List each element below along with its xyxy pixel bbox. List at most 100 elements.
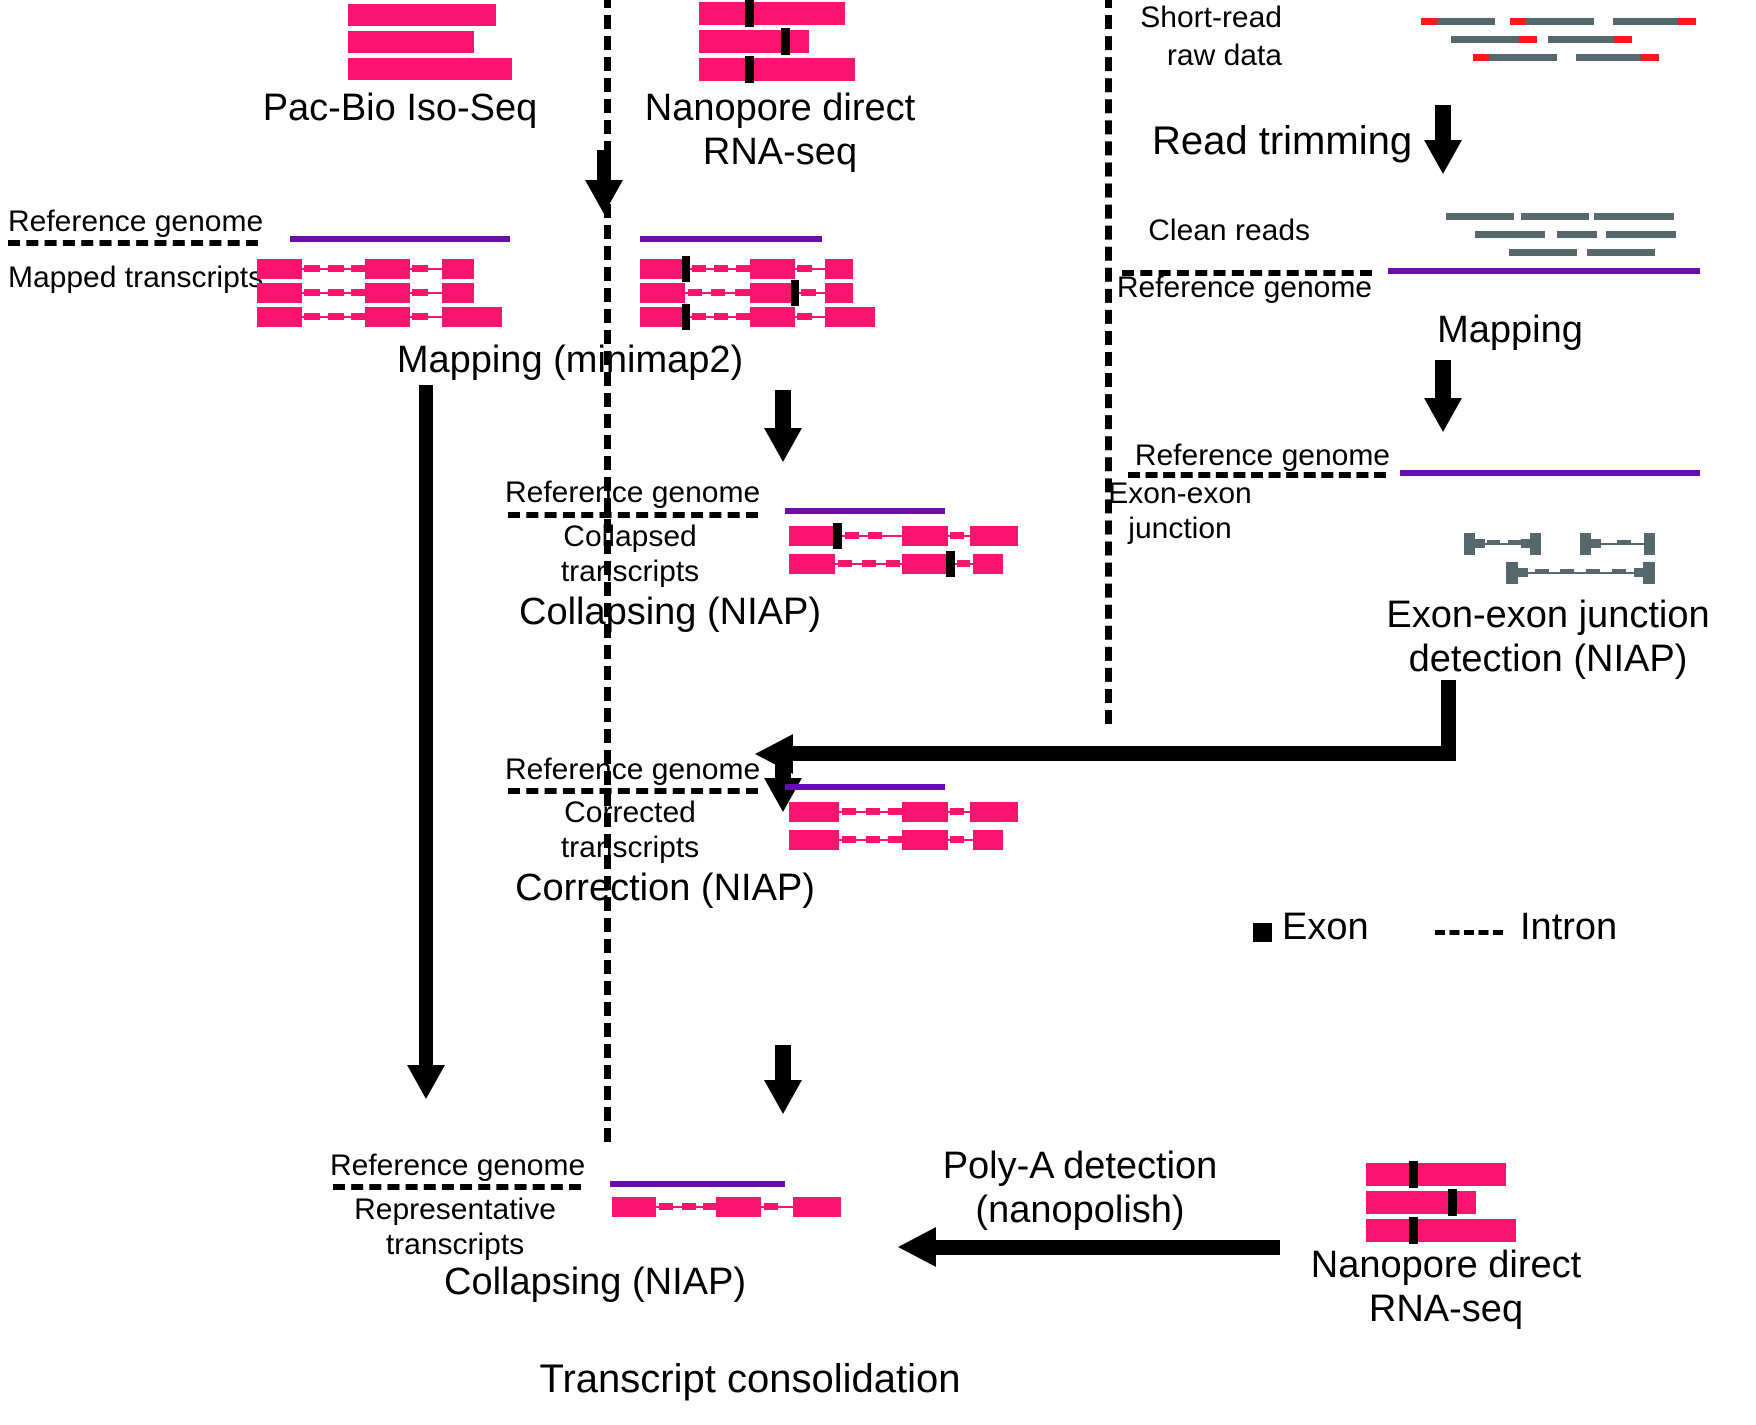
corrected-intron-dash xyxy=(842,836,856,843)
collapsed-intron-dash xyxy=(868,532,882,539)
polya-marker xyxy=(682,256,690,282)
nanopore-top-polya-2 xyxy=(781,28,790,55)
arrow-right-mapping-head xyxy=(1424,398,1462,432)
junction-bar-stub xyxy=(1588,539,1601,548)
clean-read-6 xyxy=(1606,231,1676,238)
junction-reference-genome-dashline xyxy=(1128,472,1386,478)
arrow-junction-elbow-vertical xyxy=(1441,680,1456,760)
junction-dash xyxy=(1586,569,1600,574)
raw-read-body-2 xyxy=(1526,18,1594,25)
collapsing-reference-genome-label: Reference genome xyxy=(505,476,761,509)
mapped-intron-dash xyxy=(797,265,812,272)
nanopore-top-read-2 xyxy=(699,30,809,53)
mapped-exon xyxy=(825,307,875,327)
nanopore-bottom-title-line1: Nanopore direct xyxy=(1310,1244,1582,1286)
mapped-exon xyxy=(257,283,302,303)
clean-read-2 xyxy=(1521,213,1589,220)
final-reference-genome-dashline xyxy=(333,1184,581,1190)
corrected-exon xyxy=(973,830,1003,850)
arrow-polya-head xyxy=(898,1227,936,1267)
mapped-intron-dash xyxy=(711,289,725,296)
mapped-intron-dash xyxy=(692,313,706,320)
mapped-intron-dash xyxy=(412,265,428,272)
arrow-correction-to-final-head xyxy=(764,1080,802,1114)
left-reference-genome-dashline xyxy=(8,240,258,246)
final-collapsing-step-label: Collapsing (NIAP) xyxy=(444,1261,746,1303)
final-reference-genome-label: Reference genome xyxy=(330,1149,586,1182)
collapsing-reference-genome-dashline xyxy=(508,512,758,518)
junction-line xyxy=(1483,543,1530,545)
corrected-intron-dash xyxy=(888,808,902,815)
collapsed-exon xyxy=(789,526,835,546)
junction-bar-stub xyxy=(1472,539,1485,548)
representative-intron-dash xyxy=(659,1203,673,1210)
junction-bar-stub xyxy=(1634,568,1645,577)
junction-dash xyxy=(1560,569,1574,574)
junction-dash xyxy=(1535,569,1549,574)
junction-step-label-line1: Exon-exon junction xyxy=(1386,594,1710,636)
mapped-intron-dash xyxy=(351,265,365,272)
exon-exon-junction-label-line1: Exon-exon xyxy=(1108,477,1252,510)
polya-marker xyxy=(682,304,690,330)
mapped-exon xyxy=(442,259,474,279)
raw-read-adapter-3 xyxy=(1678,18,1696,25)
clean-read-7 xyxy=(1509,249,1577,256)
exon-exon-junction-label-line2: junction xyxy=(1128,512,1232,545)
representative-exon xyxy=(612,1197,656,1217)
nanopore-top-polya-1 xyxy=(745,0,754,27)
junction-bar xyxy=(1580,533,1591,555)
right-reference-genome-dashline xyxy=(1122,270,1372,276)
collapsed-intron-dash xyxy=(957,560,970,567)
mapped-exon xyxy=(365,307,410,327)
left-reference-genome-line xyxy=(290,236,510,242)
corrected-exon xyxy=(789,802,839,822)
corrected-intron-dash xyxy=(842,808,856,815)
mapped-exon xyxy=(825,259,853,279)
raw-read-body-4 xyxy=(1451,36,1521,43)
polya-marker xyxy=(833,523,842,549)
mapped-intron-dash xyxy=(736,313,750,320)
junction-dash xyxy=(1487,540,1500,545)
clean-reads-label: Clean reads xyxy=(1148,214,1310,247)
shortread-label-line2: raw data xyxy=(1166,39,1282,72)
read-trimming-label: Read trimming xyxy=(1152,119,1413,163)
correction-reference-genome-dashline xyxy=(508,788,758,794)
mapped-intron-dash xyxy=(692,265,706,272)
mapped-intron-dash xyxy=(304,289,320,296)
panel-divider-right xyxy=(1105,0,1112,724)
representative-intron-dash xyxy=(764,1203,778,1210)
clean-read-5 xyxy=(1557,231,1597,238)
mapped-exon xyxy=(750,283,795,303)
polya-marker xyxy=(946,551,955,577)
representative-transcripts-label-line2: transcripts xyxy=(385,1228,525,1261)
arrow-pacbio-to-final-head xyxy=(407,1065,445,1099)
mapped-intron-dash xyxy=(304,265,320,272)
corrected-exon xyxy=(789,830,839,850)
right-reference-genome-label: Reference genome xyxy=(1116,271,1372,304)
mapped-exon xyxy=(442,283,474,303)
pacbio-read-3 xyxy=(348,58,512,80)
mapped-transcripts-label: Mapped transcripts xyxy=(8,261,264,294)
corrected-intron-dash xyxy=(950,836,964,843)
mapped-intron-dash xyxy=(735,289,750,296)
collapsed-exon xyxy=(973,554,1003,574)
collapsed-intron-dash xyxy=(845,532,859,539)
nanopore-bottom-polya-3 xyxy=(1409,1217,1418,1244)
collapsed-exon xyxy=(789,554,835,574)
mapped-intron-dash xyxy=(714,265,728,272)
nanopore-bottom-read-1 xyxy=(1366,1163,1506,1186)
corrected-transcripts-label-line2: transcripts xyxy=(560,831,700,864)
mapped-exon xyxy=(750,307,795,327)
collapsed-exon xyxy=(902,526,948,546)
pacbio-read-2 xyxy=(348,31,474,53)
corrected-transcripts-label-line1: Corrected xyxy=(564,796,696,829)
representative-transcripts-label-line1: Representative xyxy=(354,1193,556,1226)
collapsing-reference-genome-line xyxy=(785,508,945,514)
junction-bar-stub xyxy=(1521,539,1532,548)
mapped-intron-dash xyxy=(801,289,816,296)
mapped-intron-dash xyxy=(328,265,344,272)
figure-caption: Transcript consolidation xyxy=(539,1357,961,1401)
correction-reference-genome-label: Reference genome xyxy=(505,753,761,786)
collapsed-intron-dash xyxy=(838,560,852,567)
legend-exon-label: Exon xyxy=(1282,906,1369,948)
